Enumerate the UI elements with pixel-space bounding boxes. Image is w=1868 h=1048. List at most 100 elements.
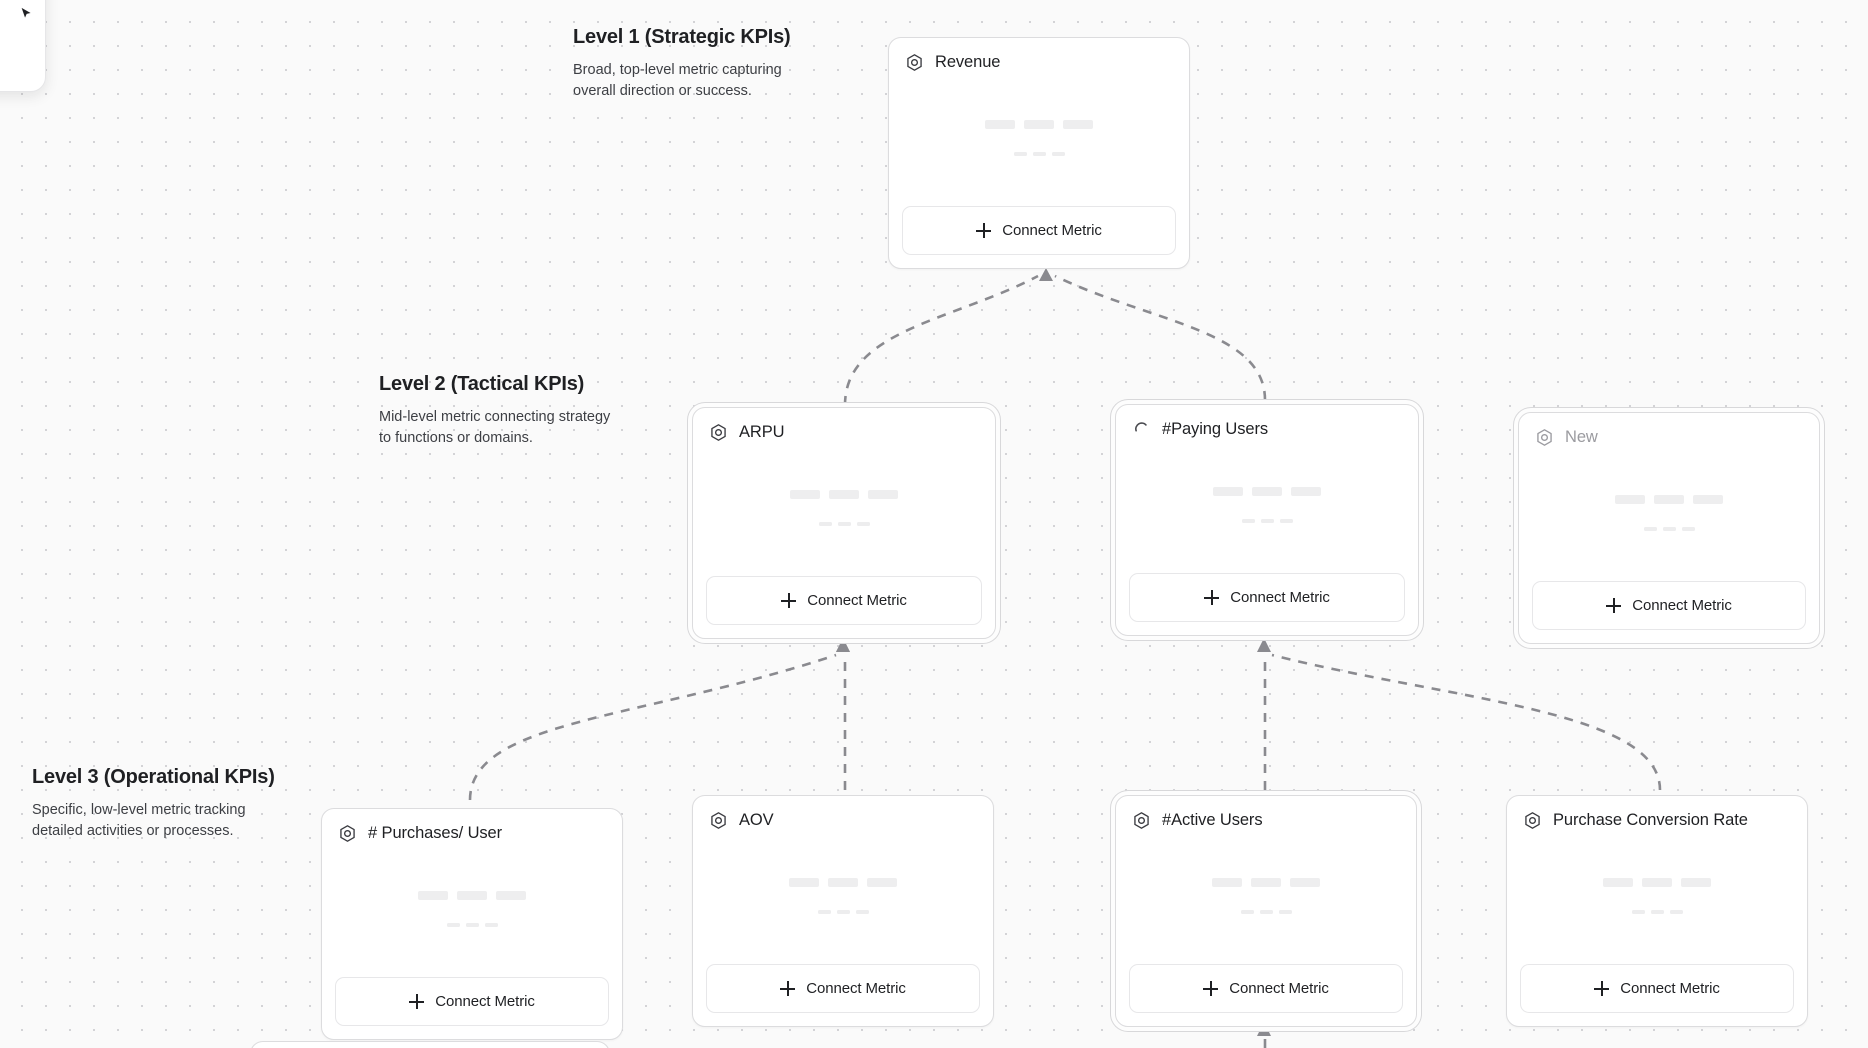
skeleton-row-secondary: [817, 910, 869, 914]
skeleton-bar: [1290, 878, 1320, 887]
metric-card-offscreen-bottom[interactable]: [250, 1041, 610, 1048]
skeleton-tick: [837, 522, 851, 526]
skeleton-tick: [1650, 910, 1664, 914]
skeleton-tick: [1241, 519, 1255, 523]
metric-card-arpu[interactable]: ARPU Connect Metric: [692, 407, 996, 639]
arrowhead-paying-users: [1257, 638, 1271, 652]
skeleton-bar: [829, 490, 859, 499]
hexagon-metric-icon: [907, 54, 922, 71]
skeleton-row-secondary: [1643, 527, 1695, 531]
skeleton-row-secondary: [1241, 519, 1293, 523]
edge-purchases-to-arpu: [468, 653, 837, 801]
level-2-label: Level 2 (Tactical KPIs) Mid-level metric…: [379, 373, 624, 449]
card-placeholder-body: [889, 72, 1189, 206]
skeleton-bar: [1213, 487, 1243, 496]
metric-card-new[interactable]: New Connect Metric: [1518, 412, 1820, 644]
skeleton-tick: [1669, 910, 1683, 914]
connect-metric-button[interactable]: Connect Metric: [706, 576, 982, 625]
plus-icon: [976, 223, 992, 238]
skeleton-bar: [1252, 487, 1282, 496]
card-title: ARPU: [739, 423, 785, 441]
skeleton-tick: [855, 910, 869, 914]
card-placeholder-body: [1507, 830, 1807, 964]
card-header: # Purchases/ User: [322, 809, 622, 843]
arrowhead-arpu: [836, 638, 850, 652]
card-placeholder-body: [1116, 439, 1418, 573]
card-title: New: [1565, 428, 1598, 446]
connect-metric-label: Connect Metric: [1230, 589, 1330, 606]
card-title: Purchase Conversion Rate: [1553, 811, 1748, 829]
skeleton-tick: [1279, 519, 1293, 523]
skeleton-row-primary: [790, 490, 898, 499]
skeleton-row-secondary: [446, 923, 498, 927]
metric-card-purchase-conversion-rate[interactable]: Purchase Conversion Rate Connect Metric: [1506, 795, 1808, 1027]
skeleton-row-primary: [1212, 878, 1320, 887]
metric-card-paying-users[interactable]: #Paying Users Connect Metric: [1115, 404, 1419, 636]
skeleton-tick: [1259, 910, 1273, 914]
skeleton-row-primary: [1615, 495, 1723, 504]
card-placeholder-body: [322, 843, 622, 977]
plus-icon: [781, 593, 797, 608]
skeleton-tick: [836, 910, 850, 914]
skeleton-bar: [1251, 878, 1281, 887]
connect-metric-label: Connect Metric: [1002, 222, 1102, 239]
skeleton-row-secondary: [818, 522, 870, 526]
connect-metric-button[interactable]: Connect Metric: [1520, 964, 1794, 1013]
connect-metric-button[interactable]: Connect Metric: [1532, 581, 1806, 630]
skeleton-tick: [484, 923, 498, 927]
metric-card-revenue[interactable]: Revenue Connect Metric: [888, 37, 1190, 269]
skeleton-bar: [1024, 120, 1054, 129]
skeleton-tick: [1643, 527, 1657, 531]
skeleton-tick: [1051, 152, 1065, 156]
card-title: #Active Users: [1162, 811, 1263, 829]
skeleton-bar: [790, 490, 820, 499]
skeleton-bar: [1063, 120, 1093, 129]
level-3-title: Level 3 (Operational KPIs): [32, 766, 275, 788]
skeleton-bar: [418, 891, 448, 900]
connect-metric-button[interactable]: Connect Metric: [1129, 964, 1403, 1013]
skeleton-bar: [1603, 878, 1633, 887]
card-header: AOV: [693, 796, 993, 830]
skeleton-row-secondary: [1013, 152, 1065, 156]
level-3-description: Specific, low-level metric tracking deta…: [32, 802, 246, 840]
skeleton-tick: [446, 923, 460, 927]
skeleton-row-primary: [985, 120, 1093, 129]
plus-icon: [1203, 981, 1219, 996]
connect-metric-label: Connect Metric: [435, 993, 535, 1010]
skeleton-bar: [496, 891, 526, 900]
connect-metric-button[interactable]: Connect Metric: [706, 964, 980, 1013]
floating-toolbar-panel[interactable]: [0, 0, 46, 92]
connect-metric-label: Connect Metric: [1620, 980, 1720, 997]
connect-metric-button[interactable]: Connect Metric: [1129, 573, 1405, 622]
edge-paying-users-to-revenue: [1054, 274, 1267, 401]
level-2-description: Mid-level metric connecting strategy to …: [379, 409, 611, 447]
hexagon-metric-icon: [1525, 812, 1540, 829]
skeleton-tick: [1032, 152, 1046, 156]
plus-icon: [1606, 598, 1622, 613]
level-1-description: Broad, top-level metric capturing overal…: [573, 62, 782, 100]
skeleton-tick: [1681, 527, 1695, 531]
skeleton-tick: [1278, 910, 1292, 914]
skeleton-bar: [828, 878, 858, 887]
metric-card-active-users[interactable]: #Active Users Connect Metric: [1115, 795, 1417, 1027]
plus-icon: [1594, 981, 1610, 996]
skeleton-row-primary: [789, 878, 897, 887]
card-title: AOV: [739, 811, 774, 829]
level-1-label: Level 1 (Strategic KPIs) Broad, top-leve…: [573, 26, 823, 102]
card-title: #Paying Users: [1162, 420, 1268, 438]
hexagon-metric-icon: [1537, 429, 1552, 446]
connect-metric-button[interactable]: Connect Metric: [902, 206, 1176, 255]
edge-arpu-to-revenue: [843, 274, 1039, 406]
skeleton-bar: [1642, 878, 1672, 887]
skeleton-tick: [1260, 519, 1274, 523]
connect-metric-button[interactable]: Connect Metric: [335, 977, 609, 1026]
metric-card-aov[interactable]: AOV Connect Metric: [692, 795, 994, 1027]
card-header: #Paying Users: [1116, 405, 1418, 439]
card-placeholder-body: [693, 442, 995, 576]
level-1-title: Level 1 (Strategic KPIs): [573, 26, 791, 48]
skeleton-row-secondary: [1631, 910, 1683, 914]
skeleton-bar: [1291, 487, 1321, 496]
connect-metric-label: Connect Metric: [806, 980, 906, 997]
metric-card-purchases-per-user[interactable]: # Purchases/ User Connect Metric: [321, 808, 623, 1040]
